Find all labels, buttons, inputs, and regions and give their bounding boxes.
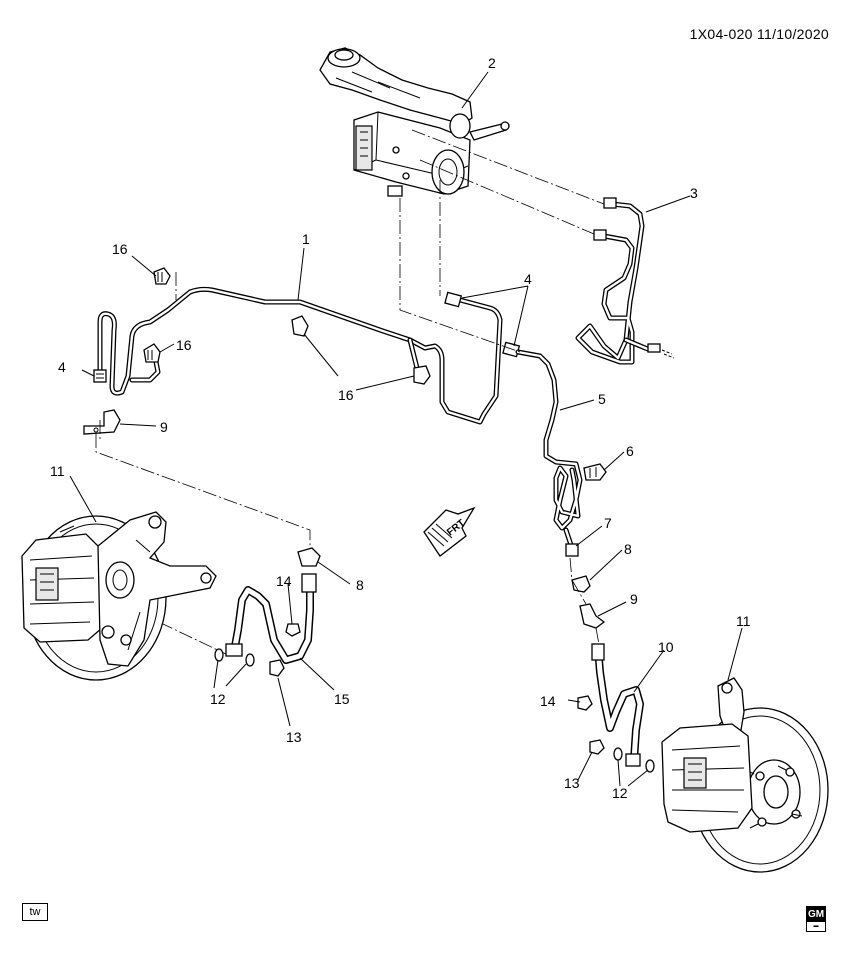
bolt-13-right xyxy=(589,739,605,755)
callout-13-left: 13 xyxy=(286,729,302,745)
diagram-code-date: 1X04-020 11/10/2020 xyxy=(689,26,829,42)
washers-12-left xyxy=(214,648,255,667)
callout-4-left: 4 xyxy=(58,359,66,375)
bracket-9-left xyxy=(83,409,121,435)
callout-12-left: 12 xyxy=(210,691,226,707)
callout-7: 7 xyxy=(604,515,612,531)
clip-8-left xyxy=(297,547,321,567)
brake-pipe-3 xyxy=(575,197,675,365)
fitting-4-left xyxy=(93,369,107,383)
callout-9-right: 9 xyxy=(630,591,638,607)
callout-4-right: 4 xyxy=(524,271,532,287)
brake-pipe-5 xyxy=(515,349,583,551)
clip-16-middle xyxy=(143,343,161,363)
clip-16-center xyxy=(291,315,309,337)
callout-12-right: 12 xyxy=(612,785,628,801)
bolt-14-left xyxy=(285,623,301,637)
callout-8-right: 8 xyxy=(624,541,632,557)
brake-assembly-left xyxy=(21,511,217,681)
clip-6 xyxy=(583,463,607,481)
gm-logo: GM ▬ xyxy=(806,906,826,932)
callout-9-left: 9 xyxy=(160,419,168,435)
callout-8-left: 8 xyxy=(356,577,364,593)
fitting-4-right xyxy=(444,291,521,358)
bolt-14-right xyxy=(577,695,593,711)
leader-lines xyxy=(69,71,743,787)
callout-11-right: 11 xyxy=(736,613,751,629)
callout-6: 6 xyxy=(626,443,634,459)
callout-16-upper: 16 xyxy=(112,241,128,257)
callout-14-right: 14 xyxy=(540,693,556,709)
brake-pipe-1 xyxy=(97,286,503,425)
callout-16-middle: 16 xyxy=(176,337,192,353)
brake-assembly-right xyxy=(661,677,829,873)
tw-badge: tw xyxy=(22,903,48,921)
callout-3: 3 xyxy=(690,185,698,201)
brake-hose-15-left xyxy=(225,573,317,664)
callout-2: 2 xyxy=(488,55,496,71)
callout-10: 10 xyxy=(658,639,674,655)
bolt-13-left xyxy=(269,659,285,677)
master-cylinder-abs-assembly xyxy=(319,47,510,197)
callout-numbers: 1 2 3 4 4 5 6 7 8 8 9 9 10 11 11 12 12 1… xyxy=(50,55,751,801)
callout-15: 15 xyxy=(334,691,350,707)
front-direction-arrow: FRT xyxy=(423,506,476,557)
bracket-9-right xyxy=(579,603,606,629)
callout-16-lower: 16 xyxy=(338,387,354,403)
gm-logo-sub: ▬ xyxy=(813,923,819,929)
callout-14-left: 14 xyxy=(276,573,292,589)
fitting-7 xyxy=(565,543,579,557)
clip-16-lower xyxy=(413,365,431,385)
brake-hose-10-right xyxy=(591,643,644,767)
callout-5: 5 xyxy=(598,391,606,407)
callout-13-right: 13 xyxy=(564,775,580,791)
gm-logo-text: GM xyxy=(807,907,825,922)
clip-16-upper xyxy=(153,267,171,285)
callout-1: 1 xyxy=(302,231,310,247)
callout-11-left: 11 xyxy=(50,463,65,479)
